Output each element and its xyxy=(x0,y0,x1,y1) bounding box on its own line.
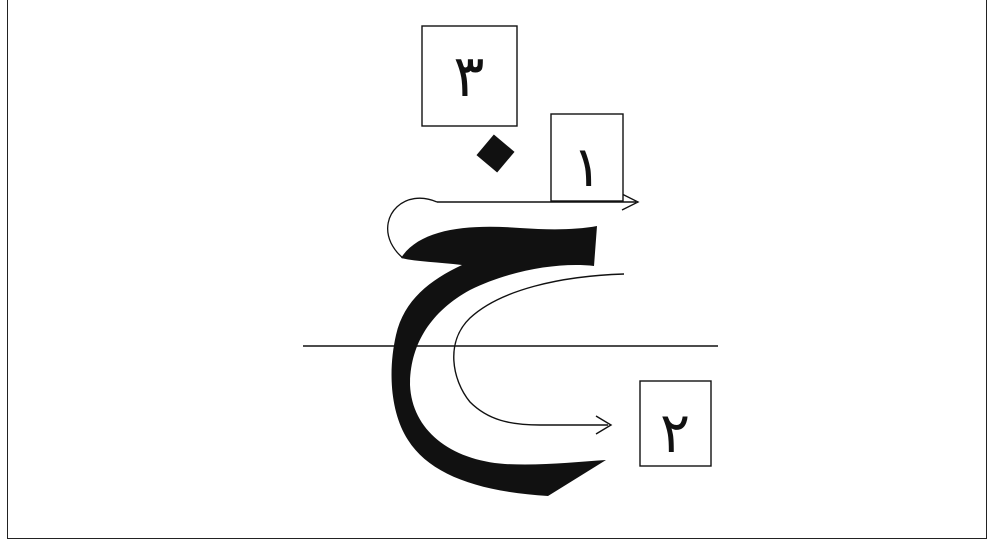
step-label-3: ۳ xyxy=(453,42,484,110)
step-box-1: ۱ xyxy=(551,114,623,201)
step-label-1: ۱ xyxy=(572,135,602,200)
letter-kha-body xyxy=(392,226,606,496)
step-label-2: ۲ xyxy=(660,401,690,466)
step-box-3: ۳ xyxy=(422,26,517,126)
letter-dot xyxy=(476,134,514,172)
step-box-2: ۲ xyxy=(640,381,711,466)
stroke-2-arrow-curve xyxy=(454,274,624,425)
